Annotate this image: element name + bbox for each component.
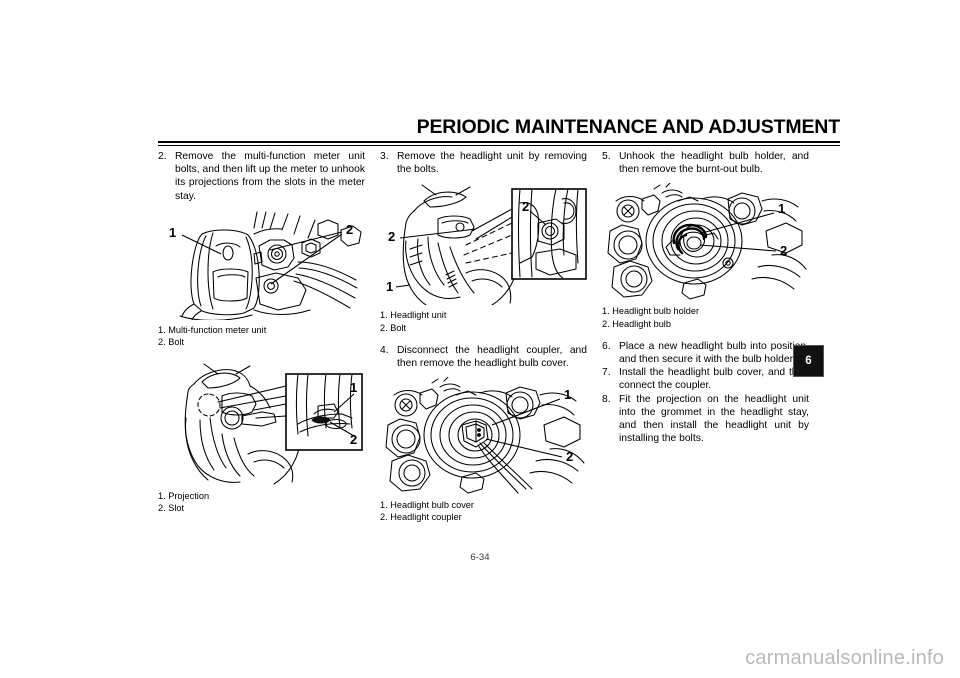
step-text: Remove the multi-function meter unit bol… — [175, 151, 365, 202]
header-rule-gap — [158, 143, 840, 145]
callout-label-2: 2 — [346, 222, 353, 237]
step-number: 7. — [602, 367, 611, 379]
step-number: 3. — [380, 151, 389, 162]
step-list-column-2-top: 3. Remove the headlight unit by removing… — [380, 150, 587, 176]
callout-label-1: 1 — [386, 279, 393, 294]
column-2: 3. Remove the headlight unit by removing… — [380, 150, 587, 534]
header-divider — [158, 141, 840, 146]
caption-line: 1. Headlight bulb holder — [602, 306, 700, 317]
step-list-column-2-bottom: 4. Disconnect the headlight coupler, and… — [380, 344, 587, 370]
page-number: 6-34 — [470, 552, 490, 563]
step-item: 7. Install the headlight bulb cover, and… — [602, 366, 809, 392]
callout-label-2: 2 — [566, 449, 573, 464]
figure-meter-unit: 1 2 — [158, 210, 365, 320]
column-3: 5. Unhook the headlight bulb holder, and… — [602, 150, 809, 452]
callout-label-1: 1 — [350, 380, 357, 395]
step-item: 6. Place a new headlight bulb into posit… — [602, 340, 809, 366]
figure-headlight-unit: 2 2 1 — [380, 183, 587, 306]
step-item: 2. Remove the multi-function meter unit … — [158, 150, 365, 203]
callout-label-1: 1 — [564, 387, 571, 402]
caption-line: 2. Slot — [158, 503, 185, 514]
caption-list-meter-unit: 1. Multi-function meter unit 2. Bolt — [158, 324, 365, 348]
caption-list-projection-slot: 1. Projection 2. Slot — [158, 490, 365, 514]
step-text: Unhook the headlight bulb holder, and th… — [619, 151, 809, 176]
callout-label-1: 1 — [778, 201, 785, 216]
caption-line: 1. Multi-function meter unit — [158, 324, 267, 335]
watermark: carmanualsonline.info — [745, 647, 944, 669]
caption-line: 1. Headlight unit — [380, 310, 447, 321]
callout-label-1: 1 — [169, 225, 176, 240]
step-number: 4. — [380, 344, 389, 356]
callout-label-2: 2 — [388, 229, 395, 244]
step-item: 3. Remove the headlight unit by removing… — [380, 150, 587, 176]
step-text: Install the headlight bulb cover, and th… — [619, 367, 809, 392]
caption-line: 1. Headlight bulb cover — [380, 500, 474, 511]
step-number: 2. — [158, 151, 167, 162]
step-item: 8. Fit the projection on the headlight u… — [602, 393, 809, 446]
callout-label-2: 2 — [350, 432, 357, 447]
step-number: 8. — [602, 393, 611, 405]
callout-label-2-inset: 2 — [522, 199, 529, 214]
step-list-column-1: 2. Remove the multi-function meter unit … — [158, 150, 365, 203]
caption-line: 2. Headlight bulb — [602, 318, 671, 329]
figure-bulb-holder: 1 2 — [602, 183, 809, 301]
caption-line: 2. Headlight coupler — [380, 512, 462, 523]
content-columns: 2. Remove the multi-function meter unit … — [158, 150, 840, 530]
step-text: Fit the projection on the headlight unit… — [619, 393, 809, 445]
step-text: Place a new headlight bulb into position… — [619, 340, 809, 366]
header-rule-thin — [158, 144, 840, 146]
figure-bulb-cover: 1 2 — [380, 377, 587, 495]
caption-list-headlight-unit: 1. Headlight unit 2. Bolt — [380, 309, 587, 333]
step-text: Disconnect the headlight coupler, and th… — [397, 344, 587, 370]
step-item: 5. Unhook the headlight bulb holder, and… — [602, 150, 809, 176]
page-header: PERIODIC MAINTENANCE AND ADJUSTMENT — [158, 116, 841, 138]
column-1: 2. Remove the multi-function meter unit … — [158, 150, 365, 525]
step-list-column-3-top: 5. Unhook the headlight bulb holder, and… — [602, 150, 809, 176]
step-text: Remove the headlight unit by removing th… — [397, 151, 587, 176]
step-number: 5. — [602, 151, 611, 162]
caption-list-bulb-holder: 1. Headlight bulb holder 2. Headlight bu… — [602, 305, 809, 329]
page-title: PERIODIC MAINTENANCE AND ADJUSTMENT — [416, 116, 841, 138]
step-item: 4. Disconnect the headlight coupler, and… — [380, 344, 587, 370]
figure-projection-slot: 1 2 — [158, 358, 365, 486]
caption-list-bulb-cover: 1. Headlight bulb cover 2. Headlight cou… — [380, 499, 587, 523]
callout-label-2: 2 — [780, 243, 787, 258]
caption-line: 2. Bolt — [158, 337, 185, 348]
caption-line: 2. Bolt — [380, 322, 407, 333]
chapter-tab-6: 6 — [793, 345, 824, 377]
header-rule-thick — [158, 141, 840, 143]
step-list-column-3-bottom: 6. Place a new headlight bulb into posit… — [602, 340, 809, 446]
caption-line: 1. Projection — [158, 491, 210, 502]
step-number: 6. — [602, 340, 611, 352]
